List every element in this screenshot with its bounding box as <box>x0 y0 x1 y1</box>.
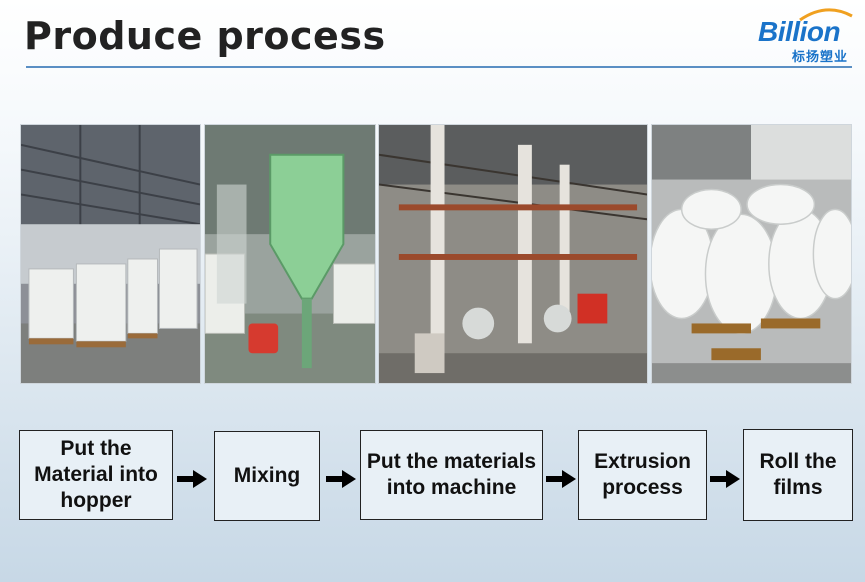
step-roll-the-films: Roll the films <box>743 429 853 521</box>
title-underline <box>26 66 852 68</box>
warehouse-bags-photo <box>20 124 201 384</box>
film-rolls-photo <box>651 124 852 384</box>
logo-chinese-name: 标扬塑业 <box>792 50 849 65</box>
step-mixing: Mixing <box>214 431 320 521</box>
arrow-right-icon <box>177 470 207 488</box>
logo-wordmark: Billion <box>758 16 841 47</box>
extrusion-machine-photo <box>378 124 648 384</box>
arrow-right-icon <box>326 470 356 488</box>
mixing-hopper-photo <box>204 124 376 384</box>
logo-arc-icon <box>799 8 853 22</box>
step-put-materials-into-machine: Put the materials into machine <box>360 430 543 520</box>
arrow-right-icon <box>546 470 576 488</box>
step-put-material-into-hopper: Put the Material into hopper <box>19 430 173 520</box>
arrow-right-icon <box>710 470 740 488</box>
page-title: Produce process <box>24 14 386 58</box>
brand-logo: Billion 标扬塑业 <box>756 6 856 65</box>
step-extrusion-process: Extrusion process <box>578 430 707 520</box>
